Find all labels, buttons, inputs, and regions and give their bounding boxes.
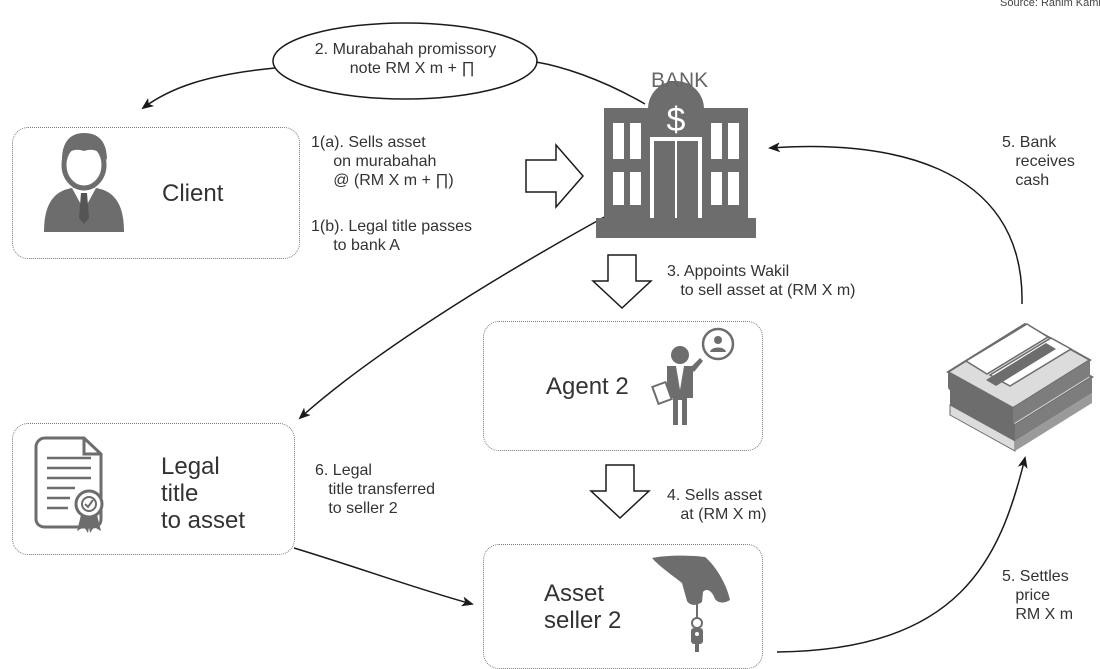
legal-title-box [12,423,295,555]
cash-stack-icon [946,322,1094,452]
legal-title-label: Legal title to asset [161,453,246,534]
client-label: Client [162,180,224,207]
step-1b-label: 1(b). Legal title passes to bank A [311,218,472,254]
businessman-icon [44,133,124,232]
arrow-legal-title-to-seller [293,547,474,607]
step-5-settle-label: 5. Settles price RM X m [1002,568,1074,623]
agent-box [483,321,763,451]
arrow-bank-to-legal-title [298,214,609,420]
bank-building-icon: $ [596,81,756,238]
arrow-seller-to-cash [776,456,1028,653]
agent-label: Agent 2 [546,373,629,400]
step-6-label: 6. Legal title transferred to seller 2 [315,462,436,517]
seller-label: Asset seller 2 [544,580,622,634]
seller-box [483,544,763,669]
step-1a-label: 1(a). Sells asset on murabahah @ (RM X m… [311,134,454,189]
step-2-label: 2. Murabahah promissory note RM X m + ∏ [314,41,497,77]
client-box [12,127,300,259]
svg-text:$: $ [667,101,686,139]
step-4-label: 4. Sells asset at (RM X m) [667,487,767,523]
line-bank-to-note [535,61,646,105]
arrow-cash-to-bank [768,142,1023,305]
step-3-label: 3. Appoints Wakil to sell asset at (RM X… [667,263,856,299]
agent-on-phone-icon [651,327,735,425]
block-arrow-down-1 [591,254,653,310]
bank-label: BANK [651,69,709,92]
step-5-receive-label: 5. Bank receives cash [1002,134,1075,189]
source-note: Source: Rahim Kamil [1000,0,1100,9]
arrow-note-to-client [141,67,276,110]
block-arrow-down-2 [589,464,651,520]
certificate-document-icon [34,436,104,533]
promissory-note-ellipse [272,22,538,100]
hand-holding-key-icon [652,555,730,652]
block-arrow-right [525,142,584,210]
